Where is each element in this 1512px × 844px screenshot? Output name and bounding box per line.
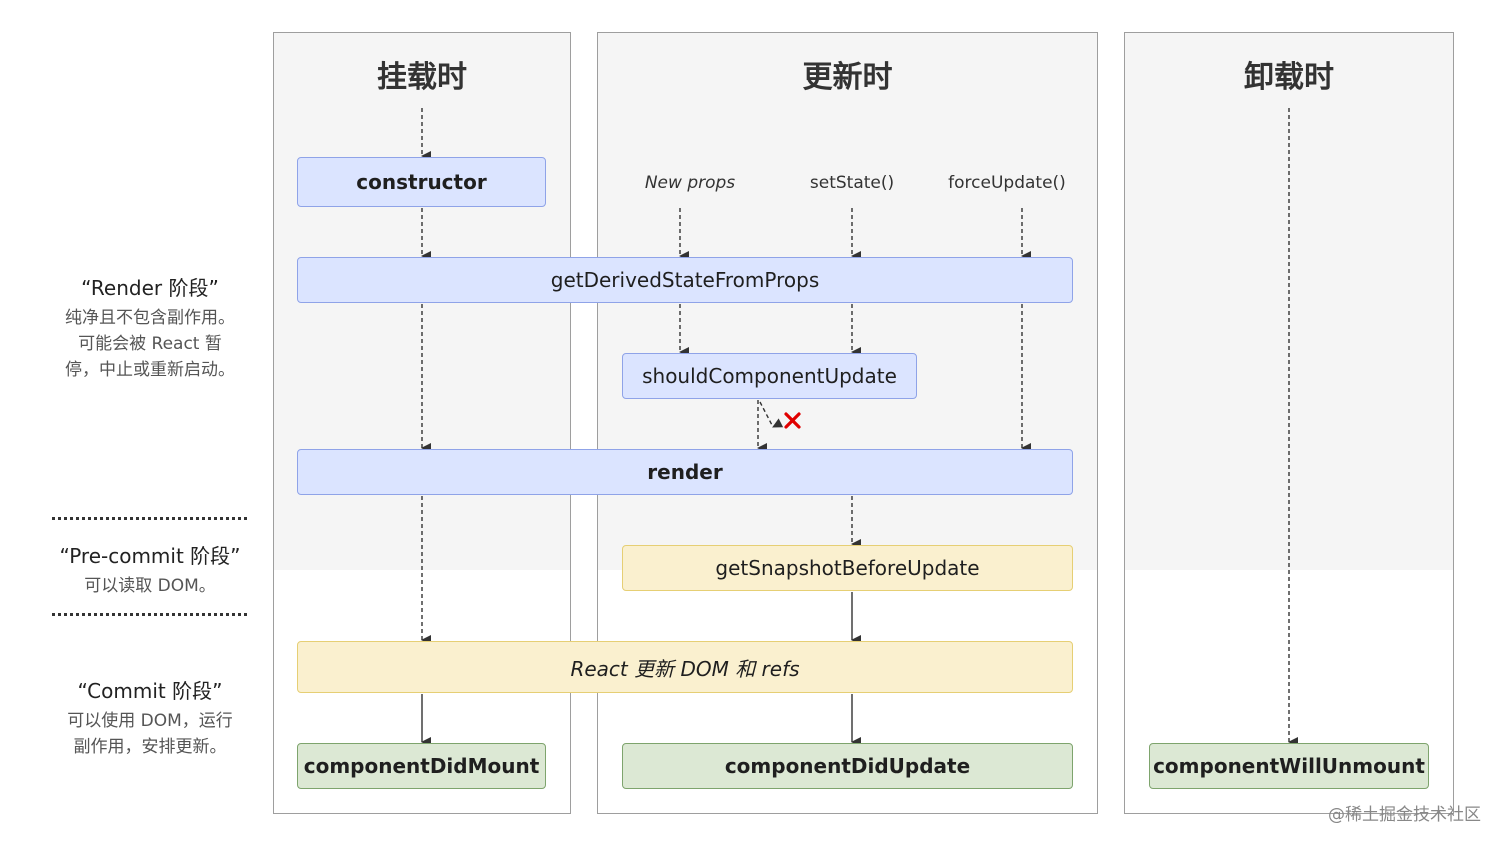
- constructor-box: constructor: [297, 157, 546, 207]
- precommit-phase-title: “Pre-commit 阶段”: [59, 544, 241, 568]
- component-will-unmount-box: componentWillUnmount: [1149, 743, 1429, 789]
- trigger-set-state: setState(): [809, 173, 895, 193]
- phase-separator-top: [52, 517, 247, 520]
- render-phase-title: “Render 阶段”: [81, 276, 219, 300]
- render-phase-desc-line-1: 纯净且不包含副作用。: [65, 308, 235, 328]
- get-snapshot-before-update-box: getSnapshotBeforeUpdate: [622, 545, 1073, 591]
- arrow-scu-blocked: [759, 401, 784, 428]
- react-update-dom-box: React 更新 DOM 和 refs: [297, 641, 1073, 693]
- render-phase-desc-line-3: 停，中止或重新启动。: [65, 360, 235, 380]
- precommit-phase-desc: 可以读取 DOM。: [84, 576, 216, 596]
- commit-phase-desc-line-1: 可以使用 DOM，运行: [67, 711, 233, 731]
- trigger-force-update: forceUpdate(): [948, 173, 1066, 193]
- mount-column-title: 挂载时: [377, 60, 467, 95]
- component-did-mount-box: componentDidMount: [297, 743, 546, 789]
- blocked-cross-icon: [784, 412, 801, 429]
- get-derived-state-from-props-box: getDerivedStateFromProps: [297, 257, 1073, 303]
- watermark: @稀土掘金技术社区: [1328, 805, 1481, 825]
- render-phase-desc-line-2: 可能会被 React 暂: [78, 334, 222, 354]
- commit-phase-desc-line-2: 副作用，安排更新。: [73, 737, 227, 757]
- render-box: render: [297, 449, 1073, 495]
- commit-phase-title: “Commit 阶段”: [77, 679, 223, 703]
- trigger-new-props: New props: [644, 173, 736, 193]
- render-phase-desc: 纯净且不包含副作用。 可能会被 React 暂 停，中止或重新启动。: [40, 305, 260, 383]
- phase-separator-bottom: [52, 613, 247, 616]
- commit-phase-desc: 可以使用 DOM，运行 副作用，安排更新。: [40, 708, 260, 760]
- unmount-column-title: 卸载时: [1244, 60, 1334, 95]
- component-did-update-box: componentDidUpdate: [622, 743, 1073, 789]
- update-column-title: 更新时: [802, 60, 893, 95]
- should-component-update-box: shouldComponentUpdate: [622, 353, 917, 399]
